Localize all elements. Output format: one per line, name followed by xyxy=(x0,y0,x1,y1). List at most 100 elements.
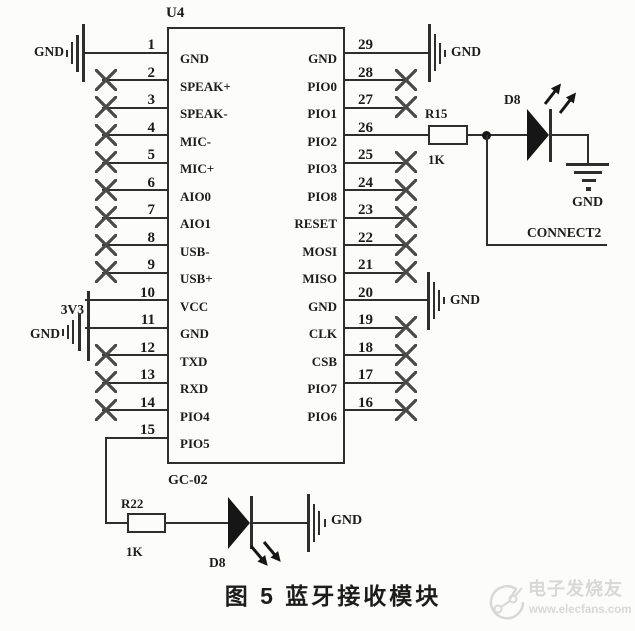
pin-name: PIO7 xyxy=(307,381,337,396)
pin-number: 21 xyxy=(358,257,373,273)
right-pin-row-24: 24 xyxy=(344,175,436,205)
pin-wire xyxy=(102,354,167,357)
pin-name-row-19: CLK xyxy=(233,314,343,342)
pin-wire xyxy=(344,216,405,219)
watermark-url: www.elecfans.com xyxy=(529,604,632,616)
pin-wire xyxy=(102,189,167,192)
pin-number: 7 xyxy=(147,202,156,218)
left-pin-row-9: 9 xyxy=(85,258,167,287)
pin-number: 3 xyxy=(147,92,156,108)
ic-left-pin-names: GND SPEAK+ SPEAK- MIC- MIC+ AIO0 AIO1 US… xyxy=(167,39,277,452)
pin-wire xyxy=(106,436,167,439)
left-pin-row-14: 14 xyxy=(85,395,167,425)
pin-name: MOSI xyxy=(302,243,337,259)
left-pin-rows: 1 2 3 4 5 6 7 8 9 10 11 xyxy=(85,37,167,452)
ground-bar xyxy=(67,325,69,339)
pin-wire xyxy=(102,106,167,109)
pin-name: PIO8 xyxy=(307,188,337,204)
pin-name-row-20: GND xyxy=(233,287,343,315)
pin-wire xyxy=(344,381,405,384)
no-connect-x-icon xyxy=(395,68,417,91)
pin-number: 20 xyxy=(358,284,373,301)
ground-bar xyxy=(72,320,74,344)
ground-bar xyxy=(324,519,326,527)
left-pin-row-3: 3 xyxy=(85,92,167,122)
right-pin-row-16: 16 xyxy=(344,394,436,425)
pin-wire xyxy=(102,381,167,384)
pin-number: 13 xyxy=(140,367,155,383)
ground-bar xyxy=(566,163,609,166)
ground-bar xyxy=(582,179,596,182)
ground-bar xyxy=(82,24,85,82)
pin-name-row-9: USB+ xyxy=(167,259,277,287)
pin-name-row-21: MISO xyxy=(233,259,343,287)
pin-name-row-8: USB- xyxy=(167,232,277,260)
pin-wire xyxy=(344,79,405,82)
ground-bar xyxy=(307,494,310,552)
pin-number: 2 xyxy=(147,64,156,81)
right-pin-rows: 29 28 27 26 25 24 23 22 21 20 xyxy=(344,38,436,425)
pin-name: PIO6 xyxy=(307,408,337,424)
pin-number: 27 xyxy=(358,92,373,108)
pin-number: 12 xyxy=(140,339,155,356)
pin-wire xyxy=(85,326,167,329)
right-pin-row-27: 27 xyxy=(344,92,436,122)
led-d8-bottom-cathode-bar xyxy=(250,496,253,549)
pin-number: 6 xyxy=(147,174,156,191)
pin-number: 17 xyxy=(358,367,373,383)
pin-name: PIO3 xyxy=(307,161,337,176)
pin-wire xyxy=(102,161,167,164)
right-pin-row-22: 22 xyxy=(344,230,436,260)
pin-wire xyxy=(344,409,405,412)
pin-name-row-18: CSB xyxy=(233,342,343,370)
gnd-label-pin1: GND xyxy=(34,44,64,59)
ic-refdes: U4 xyxy=(166,5,185,21)
pin-wire xyxy=(102,216,167,219)
pin-number: 23 xyxy=(358,202,373,218)
pin-number: 1 xyxy=(147,37,156,53)
figure-caption: 图 5 蓝牙接收模块 xyxy=(224,583,442,609)
gnd-label-led-bottom: GND xyxy=(331,513,363,528)
pin-name: PIO4 xyxy=(180,408,210,424)
led-d8-top-triangle xyxy=(527,109,549,161)
ground-bar xyxy=(428,24,431,82)
no-connect-x-icon xyxy=(95,398,117,421)
pin-name: PIO1 xyxy=(307,106,337,121)
pin-name-row-12: TXD xyxy=(167,342,277,370)
pin-name-row-25: PIO3 xyxy=(233,149,343,177)
pin-wire xyxy=(85,299,167,302)
no-connect-x-icon xyxy=(95,206,117,228)
r22-refdes: R22 xyxy=(121,496,144,511)
no-connect-x-icon xyxy=(395,96,417,118)
pin-number: 25 xyxy=(358,147,373,163)
pin-wire xyxy=(344,271,405,274)
ground-bar xyxy=(444,50,446,57)
no-connect-x-icon xyxy=(95,68,117,91)
ground-bar xyxy=(318,511,320,535)
pin-wire xyxy=(102,271,167,274)
ic-right-pin-names: GND PIO0 PIO1 PIO2 PIO3 PIO8 RESET MOSI … xyxy=(233,39,343,424)
pin-number: 16 xyxy=(358,394,373,411)
ground-bar xyxy=(427,272,430,330)
pin-number: 15 xyxy=(140,422,155,438)
gnd-label-pin20: GND xyxy=(450,292,480,307)
right-pin-row-23: 23 xyxy=(344,202,436,232)
no-connect-x-icon xyxy=(395,261,417,283)
left-pin-row-8: 8 xyxy=(85,230,167,260)
no-connect-x-icon xyxy=(395,371,417,393)
ground-bar xyxy=(443,297,445,304)
pin-name: GND xyxy=(308,51,337,66)
pin-name: TXD xyxy=(180,353,208,369)
ground-bar xyxy=(434,34,436,71)
pin-name: RXD xyxy=(180,381,209,396)
pin-name-row-13: RXD xyxy=(167,369,277,397)
resistor-r15 xyxy=(428,125,468,145)
pin-name: MIC+ xyxy=(180,161,215,176)
no-connect-x-icon xyxy=(395,151,417,173)
elecfans-logo-icon xyxy=(489,584,525,620)
right-pin-row-18: 18 xyxy=(344,340,436,370)
pin-name: GND xyxy=(308,298,337,314)
pin-name: AIO0 xyxy=(180,188,212,204)
ground-bar xyxy=(313,504,315,542)
left-pin-row-10: 10 xyxy=(85,285,167,315)
